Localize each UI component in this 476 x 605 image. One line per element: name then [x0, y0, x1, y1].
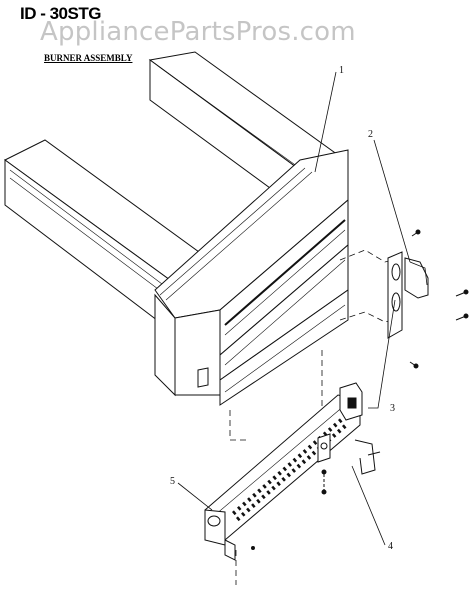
burner-port	[333, 422, 338, 428]
housing-wall-3	[219, 289, 349, 406]
callout-5: 5	[170, 476, 175, 487]
callout-1: 1	[339, 65, 344, 76]
burner-port	[266, 490, 271, 495]
callout-4: 4	[388, 541, 393, 552]
burner-port	[257, 488, 262, 494]
burner-port	[311, 450, 317, 456]
callout-2: 2	[368, 129, 373, 140]
align-left-upper	[229, 410, 248, 441]
screw-1-shank	[411, 231, 419, 237]
burner-port	[286, 472, 291, 478]
leader-4	[351, 465, 386, 546]
align-right-lower	[339, 311, 401, 323]
leader-3	[368, 299, 396, 409]
housing-left-edge1	[9, 169, 171, 291]
model-number: ID - 30STG	[20, 4, 101, 23]
screw-3-shank	[455, 315, 467, 321]
burner-port	[236, 516, 241, 522]
leader-2	[373, 139, 411, 263]
burner-tube	[204, 382, 363, 561]
burner-end-hole	[207, 515, 221, 527]
burner-port	[291, 468, 296, 473]
burner-port	[287, 462, 292, 467]
gas-clip	[251, 433, 381, 550]
burner-port	[338, 418, 343, 424]
housing-tab	[197, 367, 209, 388]
clip-spring-arm	[367, 451, 381, 456]
align-right-upper	[339, 249, 401, 263]
ignitor-detail	[409, 261, 428, 286]
callout-leaders	[177, 71, 411, 546]
housing-left-edge2	[9, 177, 171, 299]
burner-port	[246, 507, 251, 513]
burner-port	[312, 440, 318, 445]
burner-port	[307, 444, 313, 450]
burner-port	[242, 501, 247, 507]
burner-port	[292, 457, 298, 463]
screw-4-shank	[409, 361, 417, 367]
burner-port	[296, 463, 302, 469]
callout-3: 3	[390, 403, 395, 414]
burner-orifice	[347, 397, 357, 409]
burner-housing	[4, 51, 349, 406]
leader-1	[314, 71, 337, 173]
burner-port	[267, 479, 272, 485]
burner-port	[281, 476, 286, 482]
housing-slot-2	[224, 229, 346, 336]
ignitor-bracket	[387, 229, 469, 369]
burner-port	[277, 470, 282, 476]
burner-port	[262, 484, 267, 489]
burner-port	[301, 459, 307, 465]
burner-port	[327, 427, 333, 432]
burner-port	[251, 503, 256, 508]
burner-ports	[232, 418, 347, 522]
housing-front-top-edge2	[165, 171, 313, 301]
burner-port	[232, 510, 237, 516]
burner-port	[247, 497, 252, 502]
housing-slot-4	[224, 304, 346, 393]
bracket-hole-lower	[391, 292, 401, 312]
burner-port	[297, 453, 303, 459]
burner-port	[306, 455, 312, 460]
burner-port	[237, 505, 242, 511]
burner-port	[342, 424, 347, 430]
watermark-text: AppliancePartsPros.com	[40, 17, 356, 47]
burner-port	[276, 481, 281, 487]
bottom-screw	[251, 546, 255, 550]
alignment-lines	[229, 249, 401, 585]
burner-end-cap	[204, 509, 226, 546]
housing-slot-1	[224, 219, 346, 326]
burner-port	[282, 466, 287, 472]
screw-2-shank	[455, 291, 467, 297]
housing-back-edge	[157, 65, 306, 173]
clip-hole	[320, 442, 328, 450]
burner-port	[241, 511, 246, 517]
burner-port	[331, 433, 337, 438]
housing-slot-3	[224, 259, 346, 366]
clip-screw-2	[321, 489, 327, 495]
burner-port	[252, 492, 257, 498]
bracket-hole-upper	[391, 263, 401, 281]
leader-5	[177, 482, 213, 511]
housing-front-top-edge	[159, 167, 306, 296]
burner-port	[271, 485, 276, 491]
assembly-title: BURNER ASSEMBLY	[44, 53, 133, 63]
burner-body	[204, 394, 361, 541]
clip-screw	[321, 469, 327, 475]
clip-spring	[354, 439, 376, 475]
burner-port	[256, 498, 261, 504]
burner-port	[272, 475, 277, 481]
burner-port	[261, 494, 266, 500]
burner-port	[337, 428, 342, 434]
burner-top-edge	[214, 404, 346, 516]
burner-port	[302, 449, 308, 454]
ignitor-body	[404, 257, 429, 299]
burner-foot	[224, 539, 236, 561]
